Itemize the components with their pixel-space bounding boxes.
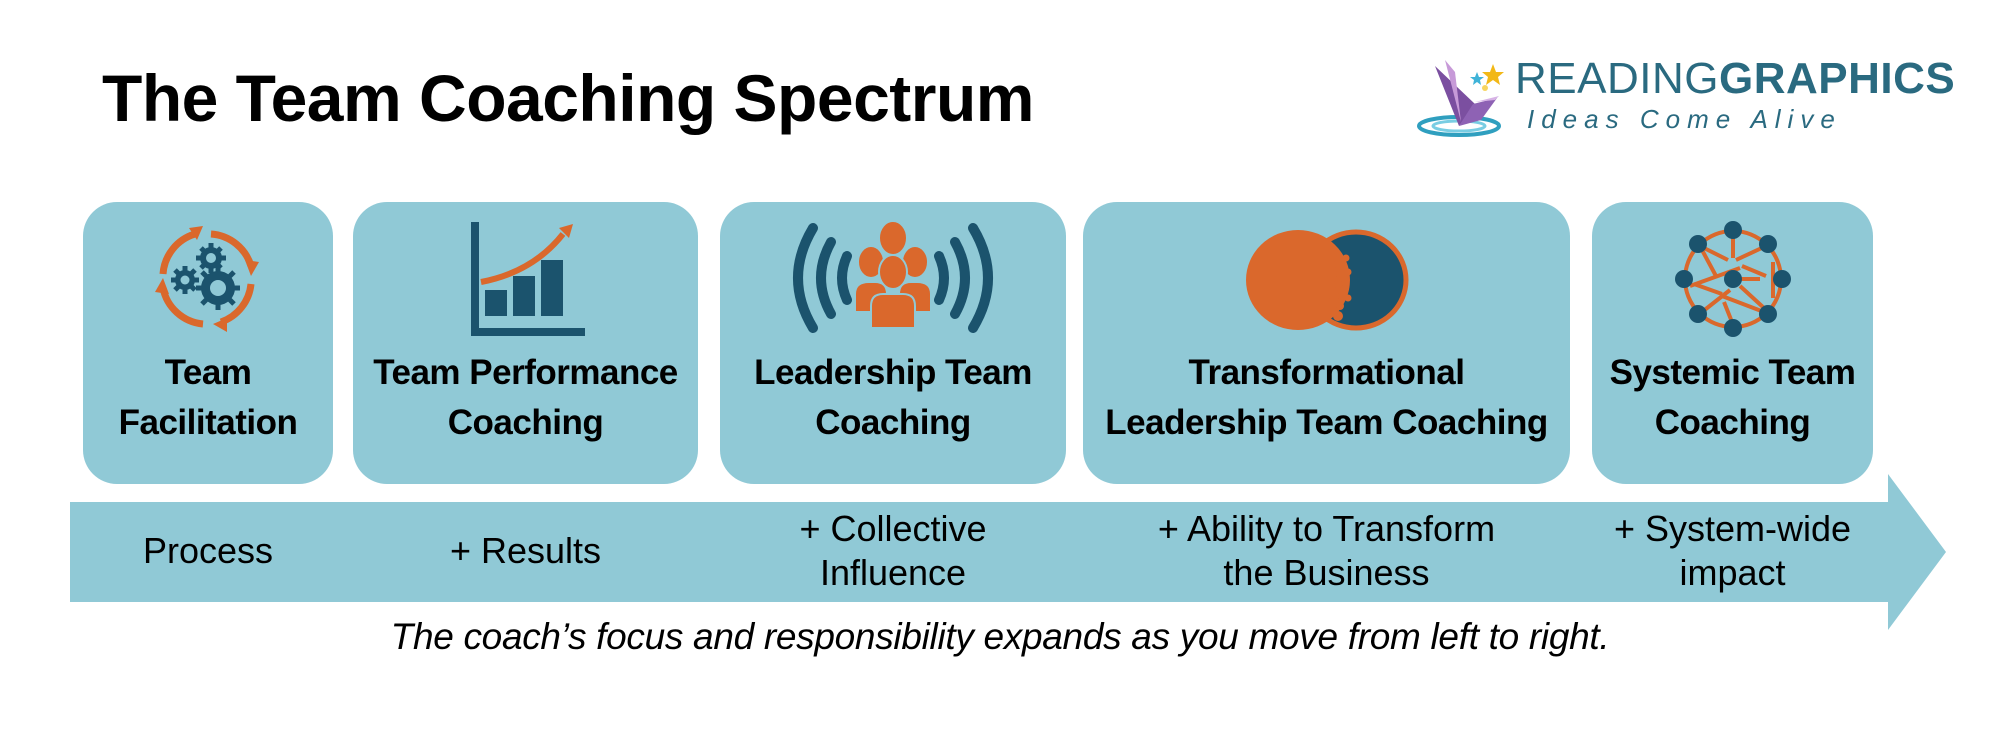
stage-line1: + System-wide: [1613, 508, 1852, 549]
card-label: Team Facilitation: [83, 348, 333, 448]
card-label: Leadership Team Coaching: [720, 348, 1066, 448]
card-label-line1: Transformational: [1188, 353, 1465, 392]
caption: The coach’s focus and responsibility exp…: [390, 616, 1610, 657]
stage-line1: + Collective: [799, 508, 987, 549]
broadcasting-team-icon: [793, 220, 993, 333]
card-label-line2: Leadership Team Coaching: [1105, 403, 1548, 442]
readinggraphics-logo: READINGGRAPHICS Ideas Come Alive: [1415, 52, 1955, 142]
stage-results: + Results: [353, 505, 698, 597]
card-team-performance-coaching: Team Performance Coaching: [353, 202, 698, 484]
gears-cycle-icon: [155, 226, 259, 332]
logo-word-bold: GRAPHICS: [1718, 54, 1956, 103]
card-leadership-team-coaching: Leadership Team Coaching: [720, 202, 1066, 484]
stage-line2: the Business: [1223, 552, 1430, 593]
card-label: Transformational Leadership Team Coachin…: [1083, 348, 1570, 448]
card-label-line2: Facilitation: [118, 403, 298, 442]
spectrum-arrow-shape: [70, 474, 1946, 630]
page-title: The Team Coaching Spectrum: [102, 61, 1034, 135]
stage-process: Process: [83, 505, 333, 597]
card-label-line2: Coaching: [1654, 403, 1811, 442]
book-logo-icon: [1417, 60, 1504, 137]
card-team-facilitation: Team Facilitation: [83, 202, 333, 484]
logo-wordmark: READINGGRAPHICS: [1515, 54, 1955, 104]
card-label: Team Performance Coaching: [353, 348, 698, 448]
stage-line2: impact: [1679, 552, 1786, 593]
card-label-line1: Team Performance: [373, 353, 678, 392]
logo-tagline: Ideas Come Alive: [1527, 104, 1842, 134]
card-label-line2: Coaching: [815, 403, 971, 442]
stage-line1: Process: [142, 530, 274, 571]
merging-circles-icon: [1245, 229, 1408, 331]
growth-bar-chart-icon: [470, 222, 585, 336]
stage-line2: Influence: [819, 552, 967, 593]
card-transformational-leadership-team-coaching: Transformational Leadership Team Coachin…: [1083, 202, 1570, 484]
stage-line1: + Results: [449, 530, 602, 571]
network-icon: [1674, 221, 1791, 337]
card-label-line2: Coaching: [447, 403, 604, 442]
stage-line1: + Ability to Transform: [1157, 508, 1496, 549]
card-label-line1: Team: [164, 353, 252, 392]
logo-word-light: READING: [1515, 54, 1719, 103]
card-label-line1: Systemic Team: [1609, 353, 1856, 392]
card-systemic-team-coaching: Systemic Team Coaching: [1592, 202, 1873, 484]
card-label: Systemic Team Coaching: [1592, 348, 1873, 448]
card-label-line1: Leadership Team: [754, 353, 1032, 392]
